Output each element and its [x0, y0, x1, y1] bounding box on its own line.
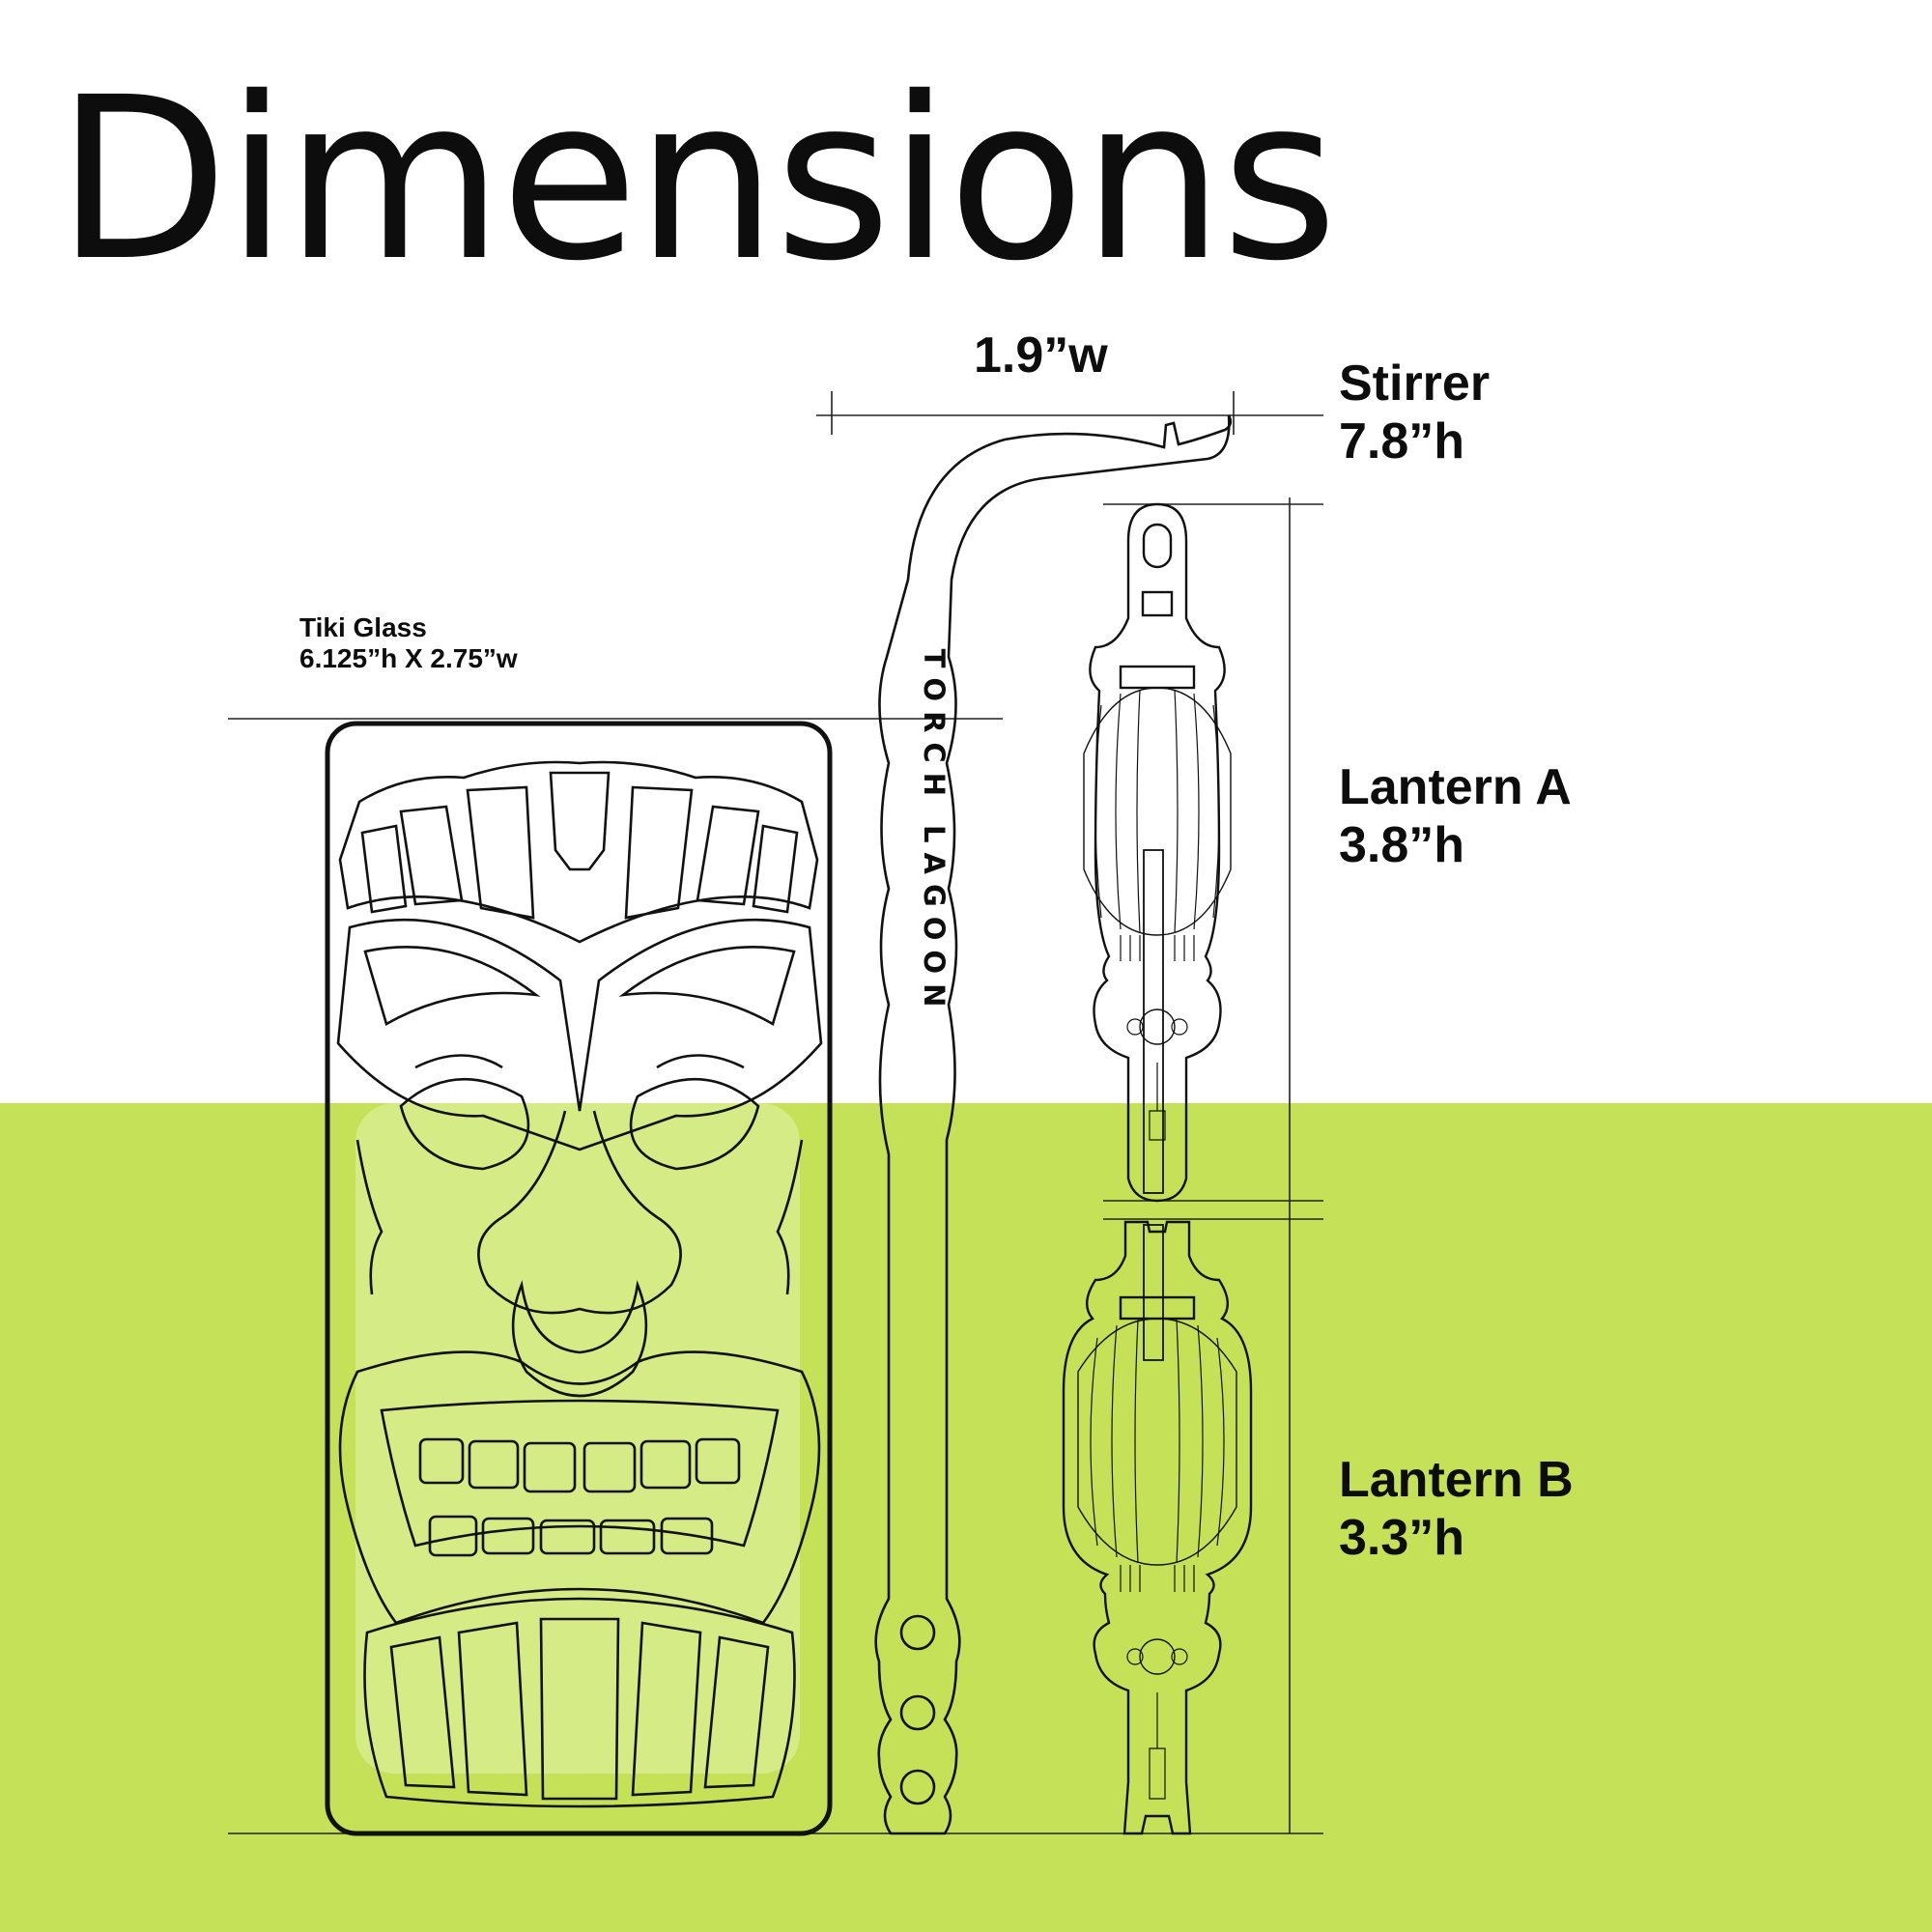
lantern-b-label: Lantern B 3.3”h [1339, 1452, 1574, 1568]
tiki-chin [363, 1597, 796, 1808]
lantern-a-illustration [1083, 502, 1232, 1203]
green-background-band [0, 1103, 1932, 1932]
tiki-mouth-inner [380, 1399, 780, 1548]
stirrer-brand-text: TORCH LAGOON [918, 648, 951, 1017]
stirrer-hole-3 [899, 1769, 936, 1805]
tiki-glass-name: Tiki Glass [299, 612, 427, 642]
tiki-nose-ring [511, 1280, 648, 1398]
lantern-b-inner-bar [1143, 1224, 1164, 1361]
lantern-b-knot [1139, 1638, 1176, 1675]
tiki-nose [477, 1110, 682, 1315]
tiki-eye-right [629, 1077, 760, 1171]
tiki-mouth-outer [338, 1350, 821, 1625]
lantern-a-label: Lantern A 3.8”h [1339, 759, 1572, 875]
lantern-b-body [1077, 1318, 1237, 1566]
tiki-upper-teeth [418, 1437, 741, 1493]
tiki-glass-dimension: 6.125”h X 2.75”w [299, 643, 518, 674]
lantern-a-knot [1139, 1009, 1176, 1045]
tiki-headdress [338, 760, 819, 944]
lantern-a-name: Lantern A [1339, 759, 1572, 815]
lantern-b-illustration [1062, 1220, 1253, 1835]
lantern-a-cap [1119, 665, 1196, 690]
stirrer-hole-1 [899, 1614, 936, 1651]
tiki-glass-outline [325, 721, 833, 1836]
lantern-b-tassel [1149, 1747, 1166, 1800]
stirrer-width-label: 1.9”w [974, 327, 1108, 384]
lantern-a-body [1083, 687, 1232, 936]
tiki-glass-illustration [325, 721, 833, 1836]
tiki-glass-liquid [355, 1103, 800, 1774]
lantern-b-name: Lantern B [1339, 1452, 1574, 1508]
page-title: Dimensions [56, 49, 1338, 310]
stirrer-outline [874, 414, 1233, 1835]
stirrer-dimension: 7.8”h [1339, 412, 1465, 469]
stirrer-hole-2 [899, 1694, 936, 1731]
lantern-b-outline [1062, 1220, 1253, 1835]
lantern-a-tassel [1149, 1110, 1166, 1141]
lantern-b-dimension: 3.3”h [1339, 1509, 1465, 1566]
tiki-eye-left [399, 1077, 530, 1171]
lantern-a-inner-bar [1143, 849, 1164, 1194]
lantern-a-slot [1142, 523, 1173, 569]
stirrer-label: Stirrer 7.8”h [1339, 355, 1490, 471]
stirrer-illustration [874, 414, 1233, 1835]
stirrer-name: Stirrer [1339, 355, 1491, 412]
lantern-a-dimension: 3.8”h [1339, 816, 1465, 873]
lantern-a-square [1141, 590, 1174, 617]
tiki-brow [336, 918, 823, 1151]
tiki-glass-label: Tiki Glass 6.125”h X 2.75”w [299, 612, 518, 674]
tiki-lower-teeth [428, 1515, 714, 1557]
lantern-b-cap [1119, 1295, 1196, 1321]
